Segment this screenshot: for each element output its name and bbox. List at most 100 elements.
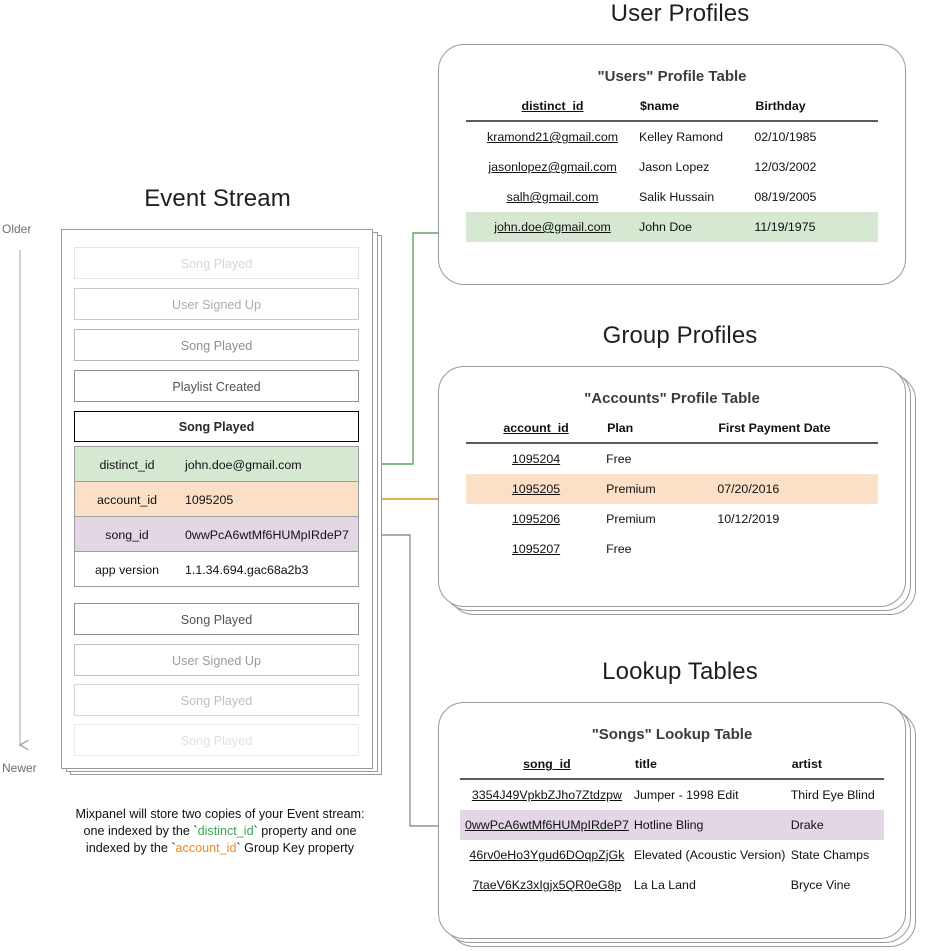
caption-account-id-key: account_id: [175, 841, 237, 855]
cell-birthday: 02/10/1985: [754, 130, 817, 144]
event-stream-item[interactable]: User Signed Up: [74, 644, 359, 676]
cell-first-payment-date: 10/12/2019: [717, 512, 780, 526]
cell-account-id: 1095205: [511, 482, 561, 496]
cell-artist: Bryce Vine: [790, 878, 851, 892]
cell-artist: State Champs: [790, 848, 870, 862]
cell-birthday: 08/19/2005: [754, 190, 817, 204]
caption-line-2: one indexed by the `distinct_id` propert…: [30, 823, 410, 840]
caption-distinct-id-key: distinct_id: [197, 824, 254, 838]
cell-plan: Free: [606, 542, 632, 556]
cell-title: Hotline Bling: [633, 810, 791, 840]
caption-line-1: Mixpanel will store two copies of your E…: [75, 807, 365, 821]
accounts-table: account_id Plan First Payment Date 10952…: [466, 420, 878, 564]
event-property-value: 1.1.34.694.gac68a2b3: [185, 563, 309, 577]
cell-artist: Drake: [790, 810, 884, 840]
event-property-key: app version: [94, 563, 160, 577]
event-property-row[interactable]: account_id 1095205: [74, 481, 359, 517]
users-table-header-row: distinct_id $name Birthday: [466, 98, 878, 120]
cell-distinct-id: salh@gmail.com: [506, 190, 599, 204]
event-property-row[interactable]: app version 1.1.34.694.gac68a2b3: [74, 551, 359, 587]
event-stream-title: Event Stream: [144, 185, 291, 212]
cell-song-id: 46rv0eHo3Ygud6DOqpZjGk: [469, 848, 625, 862]
accounts-table-header-row: account_id Plan First Payment Date: [466, 420, 878, 442]
event-property-key: account_id: [97, 493, 157, 507]
caption: Mixpanel will store two copies of your E…: [30, 806, 410, 857]
cell-song-id: 3354J49VpkbZJho7Ztdzpw: [471, 788, 622, 802]
cell-first-payment-date: [717, 444, 878, 474]
cell-plan: Premium: [606, 474, 718, 504]
cell-plan: Free: [606, 452, 632, 466]
event-property-key: distinct_id: [99, 458, 155, 472]
cell-distinct-id: john.doe@gmail.com: [494, 220, 611, 234]
cell-name: Kelley Ramond: [639, 130, 724, 144]
column-header-account-id: account_id: [503, 421, 569, 435]
users-table-title: "Users" Profile Table: [597, 68, 747, 85]
event-stream-item[interactable]: User Signed Up: [74, 288, 359, 320]
column-header-birthday: Birthday: [755, 99, 806, 113]
event-property-value: 0wwPcA6wtMf6HUMpIRdeP7: [185, 528, 349, 542]
caption-line-2-post: ` property and one: [253, 824, 357, 838]
column-header-artist: artist: [791, 757, 823, 771]
cell-title: Jumper - 1998 Edit: [633, 788, 739, 802]
event-property-key: song_id: [105, 528, 149, 542]
cell-distinct-id: kramond21@gmail.com: [487, 130, 619, 144]
cell-name: Jason Lopez: [639, 160, 710, 174]
column-header-song-id: song_id: [523, 757, 571, 771]
cell-birthday: 11/19/1975: [754, 212, 878, 242]
cell-song-id: 0wwPcA6wtMf6HUMpIRdeP7: [464, 818, 629, 832]
event-stream-item[interactable]: Song Played: [74, 247, 359, 279]
event-property-value: john.doe@gmail.com: [185, 458, 302, 472]
songs-table-title: "Songs" Lookup Table: [591, 726, 753, 743]
table-row[interactable]: 46rv0eHo3Ygud6DOqpZjGk Elevated (Acousti…: [460, 840, 884, 870]
caption-line-3-post: ` Group Key property: [236, 841, 355, 855]
caption-line-2-pre: one indexed by the `: [83, 824, 198, 838]
header-divider: [460, 778, 884, 780]
event-stream-item[interactable]: Song Played: [74, 724, 359, 756]
event-property-row[interactable]: distinct_id john.doe@gmail.com: [74, 446, 359, 482]
songs-table-header-row: song_id title artist: [460, 756, 884, 778]
event-property-row[interactable]: song_id 0wwPcA6wtMf6HUMpIRdeP7: [74, 516, 359, 552]
table-row[interactable]: 3354J49VpkbZJho7Ztdzpw Jumper - 1998 Edi…: [460, 780, 884, 810]
cell-title: La La Land: [633, 878, 696, 892]
cell-name: John Doe: [639, 212, 755, 242]
group-profiles-title: Group Profiles: [602, 322, 758, 349]
event-stream-item[interactable]: Song Played: [74, 603, 359, 635]
caption-line-3-pre: indexed by the `: [85, 841, 176, 855]
lookup-tables-title: Lookup Tables: [602, 658, 758, 685]
table-row[interactable]: kramond21@gmail.com Kelley Ramond 02/10/…: [466, 122, 878, 152]
cell-account-id: 1095204: [511, 452, 561, 466]
user-profiles-title: User Profiles: [610, 0, 750, 27]
column-header-first-payment-date: First Payment Date: [718, 421, 831, 435]
column-header-plan: Plan: [607, 421, 634, 435]
table-row[interactable]: 1095206 Premium 10/12/2019: [466, 504, 878, 534]
column-header-name: $name: [640, 99, 680, 113]
table-row[interactable]: jasonlopez@gmail.com Jason Lopez 12/03/2…: [466, 152, 878, 182]
timeline-label-older: Older: [2, 222, 32, 236]
cell-song-id: 7taeV6Kz3xIgjx5QR0eG8p: [472, 878, 622, 892]
event-stream-item[interactable]: Song Played: [74, 329, 359, 361]
table-row[interactable]: 7taeV6Kz3xIgjx5QR0eG8p La La Land Bryce …: [460, 870, 884, 900]
cell-artist: Third Eye Blind: [790, 788, 875, 802]
table-row[interactable]: 1095204 Free: [466, 444, 878, 474]
songs-table-wrapper: "Songs" Lookup Table song_id title artis…: [438, 702, 906, 939]
accounts-table-title: "Accounts" Profile Table: [584, 390, 760, 407]
event-stream-item[interactable]: Playlist Created: [74, 370, 359, 402]
table-row-highlighted[interactable]: 0wwPcA6wtMf6HUMpIRdeP7 Hotline Bling Dra…: [460, 810, 884, 840]
event-stream-selected-event-name[interactable]: Song Played: [74, 411, 359, 442]
table-row-highlighted[interactable]: 1095205 Premium 07/20/2016: [466, 474, 878, 504]
event-stream-item[interactable]: Song Played: [74, 684, 359, 716]
cell-first-payment-date: [717, 534, 878, 564]
table-row[interactable]: salh@gmail.com Salik Hussain 08/19/2005: [466, 182, 878, 212]
cell-title: Elevated (Acoustic Version): [633, 848, 786, 862]
cell-first-payment-date: 07/20/2016: [717, 474, 878, 504]
timeline-label-newer: Newer: [2, 761, 37, 775]
header-divider: [466, 442, 878, 444]
cell-account-id: 1095206: [511, 512, 561, 526]
table-row[interactable]: 1095207 Free: [466, 534, 878, 564]
event-property-value: 1095205: [185, 493, 234, 507]
users-table: distinct_id $name Birthday kramond21@gma…: [466, 98, 878, 242]
cell-birthday: 12/03/2002: [754, 160, 817, 174]
table-row-highlighted[interactable]: john.doe@gmail.com John Doe 11/19/1975: [466, 212, 878, 242]
header-divider: [466, 120, 878, 122]
cell-account-id: 1095207: [511, 542, 561, 556]
